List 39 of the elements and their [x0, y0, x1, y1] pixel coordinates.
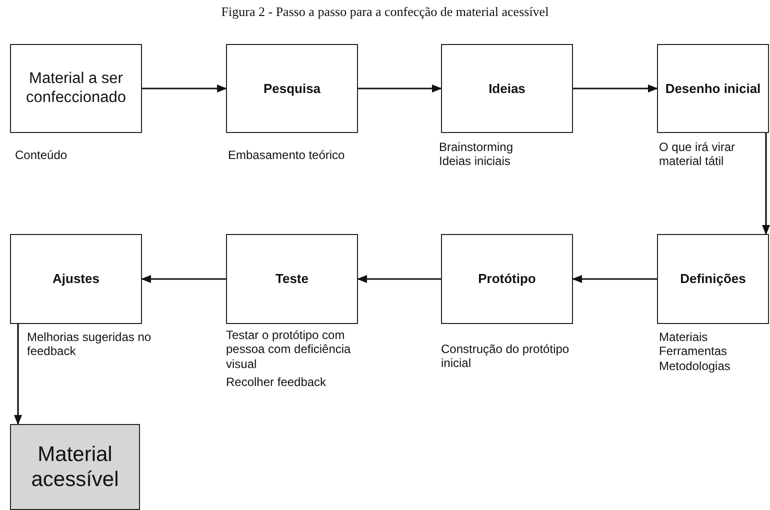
step-note: Materiais: [659, 330, 709, 344]
arrow: [573, 84, 658, 92]
step-label: Ajustes: [52, 271, 100, 287]
step-label: Ideias: [488, 80, 526, 96]
arrow: [357, 275, 441, 283]
process-box: [226, 44, 358, 133]
step-note: Conteúdo: [15, 148, 68, 162]
step-label: Pesquisa: [263, 80, 321, 96]
arrow: [358, 84, 442, 92]
process-box: [10, 44, 142, 133]
step-label: Protótipo: [478, 271, 536, 287]
figure-title: Figura 2 - Passo a passo para a confecção de material acessível: [220, 4, 550, 20]
process-box: [226, 234, 358, 324]
step-note: Brainstorming: [439, 140, 514, 154]
step-note: Melhorias sugeridas no feedback: [27, 330, 152, 359]
arrow: [141, 275, 226, 283]
step-note: O que irá virar material tátil: [659, 140, 736, 169]
arrow: [14, 324, 22, 425]
arrow: [142, 84, 227, 92]
process-box: [657, 44, 769, 133]
process-box: [10, 234, 142, 324]
arrow: [572, 275, 657, 283]
arrow: [762, 133, 770, 235]
step-label: Definições: [680, 271, 746, 287]
process-box: [657, 234, 769, 324]
step-note: Embasamento teórico: [228, 148, 345, 162]
step-note: Ideias iniciais: [439, 154, 512, 169]
process-box: [441, 44, 573, 133]
step-note: Recolher feedback: [226, 375, 328, 390]
step-label: Material a ser confeccionado: [25, 70, 127, 108]
step-note: Testar o protótipo com pessoa com deficiência visual: [226, 328, 351, 372]
process-box: [441, 234, 573, 324]
step-note: Metodologias: [659, 358, 730, 374]
process-box: [10, 424, 140, 510]
step-label: Teste: [276, 271, 308, 287]
step-note: Construção do protótipo inicial: [441, 342, 570, 371]
step-note: Ferramentas: [659, 344, 728, 359]
step-label: Desenho inicial: [665, 80, 761, 96]
step-label: Material acessível: [30, 442, 120, 492]
